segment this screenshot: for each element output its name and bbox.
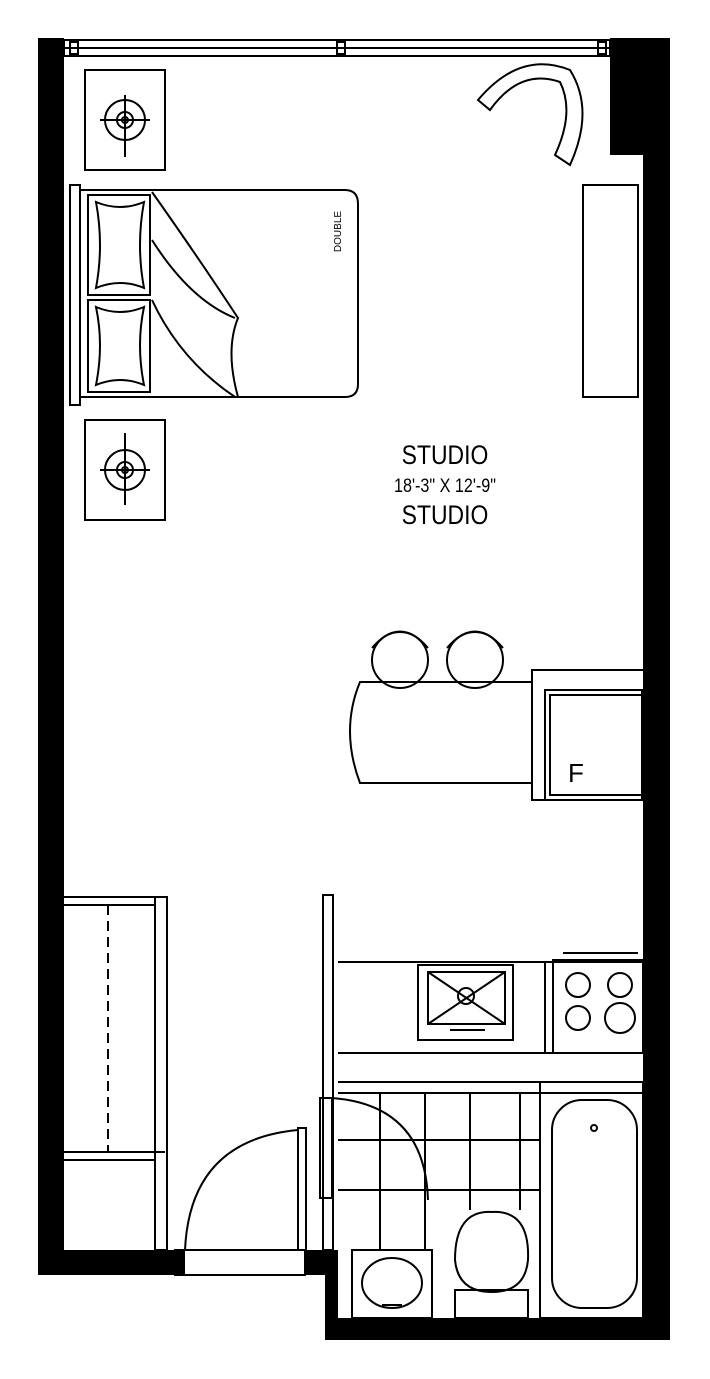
dresser (582, 184, 639, 398)
fridge-label: F (568, 758, 584, 788)
bathroom (319, 1081, 644, 1319)
kitchen (322, 894, 644, 1251)
nightstand-bottom (84, 419, 166, 521)
room-name-repeat: STUDIO (401, 500, 489, 530)
counter-and-stools (349, 630, 532, 784)
room-dimensions: 18'-3" X 12'-9" (393, 476, 497, 497)
entry-door (174, 1127, 307, 1276)
closet (64, 896, 168, 1251)
bed-label: DOUBLE (333, 210, 345, 253)
window (63, 39, 611, 57)
nightstand-top (84, 69, 166, 171)
double-bed (69, 184, 359, 406)
fridge (531, 669, 645, 801)
armchair (476, 63, 584, 167)
room-name: STUDIO (401, 440, 489, 470)
walls (38, 38, 670, 1340)
